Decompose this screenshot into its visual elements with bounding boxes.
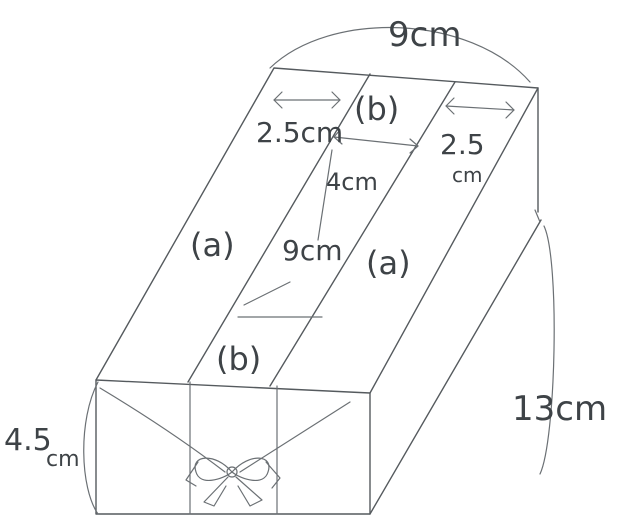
region-b-bottom-label: (b) (216, 340, 261, 378)
height-number-label: 4.5 (4, 423, 52, 458)
inner-length-label: 9cm (282, 234, 342, 267)
region-b-top-label: (b) (354, 90, 399, 128)
middle-gap-label: 4cm (326, 168, 378, 196)
top-face-dividers (187, 73, 456, 387)
region-a-right-label: (a) (366, 244, 411, 282)
height-unit-label: cm (46, 447, 80, 472)
right-flap-width-number: 2.5 (440, 128, 485, 161)
length-label: 13cm (512, 389, 607, 429)
total-width-label: 9cm (388, 15, 461, 55)
bow-icon (185, 457, 281, 507)
dimension-marks (83, 26, 555, 515)
right-flap-width-unit: cm (452, 163, 482, 187)
box-outline (95, 67, 542, 515)
ribbon (99, 381, 351, 515)
region-a-left-label: (a) (190, 226, 235, 264)
left-flap-width-label: 2.5cm (256, 116, 343, 149)
